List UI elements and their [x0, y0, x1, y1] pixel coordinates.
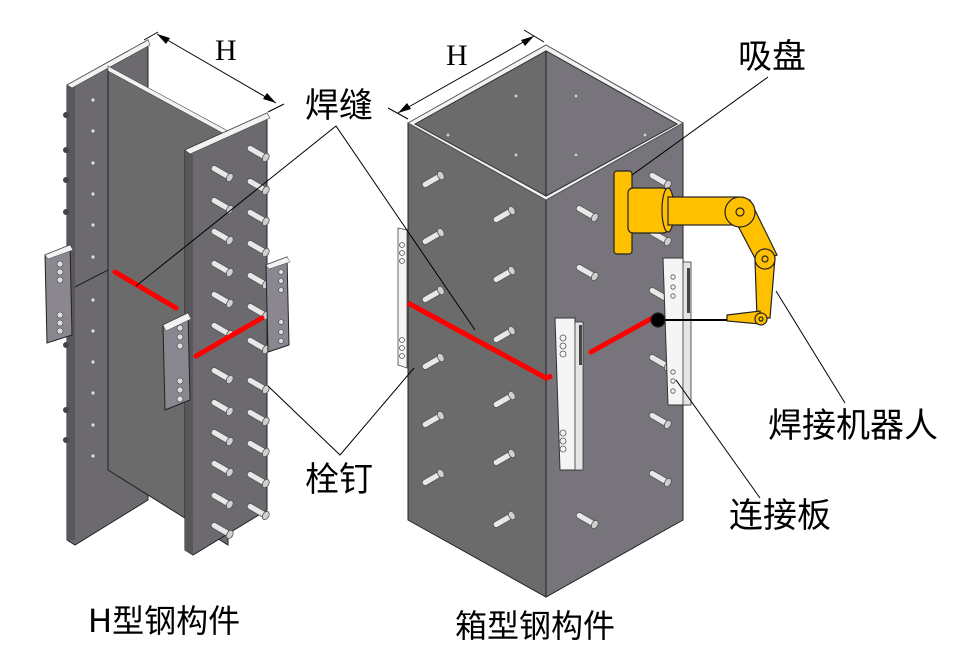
- box-beam-connecting-plates: [397, 227, 692, 471]
- box-beam-left-face: [407, 122, 547, 598]
- welding-robot: [613, 170, 778, 328]
- leader-lines: [135, 76, 846, 499]
- h-beam-connecting-plates: [44, 244, 291, 411]
- box-beam-caption: 箱型钢构件: [455, 607, 615, 645]
- h-beam-dimension: [143, 31, 285, 113]
- box-beam-weld-seams: [406, 300, 659, 381]
- weld-point-marker: [650, 312, 666, 328]
- box-beam-dimension: [387, 29, 545, 120]
- box-beam-dimension-label: H: [446, 39, 468, 72]
- h-beam-weld-seams: [112, 269, 265, 359]
- connecting-plate-label: 连接板: [729, 496, 831, 536]
- h-beam-dimension-label: H: [215, 34, 237, 67]
- stud-label: 栓钉: [305, 460, 373, 500]
- weld-seam-label: 焊缝: [305, 86, 373, 126]
- h-beam-member: H: [44, 31, 291, 556]
- h-beam-caption: H型钢构件: [88, 602, 240, 640]
- suction-cup-label: 吸盘: [738, 37, 806, 77]
- welding-robot-label: 焊接机器人: [768, 406, 938, 446]
- box-beam-member: H: [387, 29, 692, 598]
